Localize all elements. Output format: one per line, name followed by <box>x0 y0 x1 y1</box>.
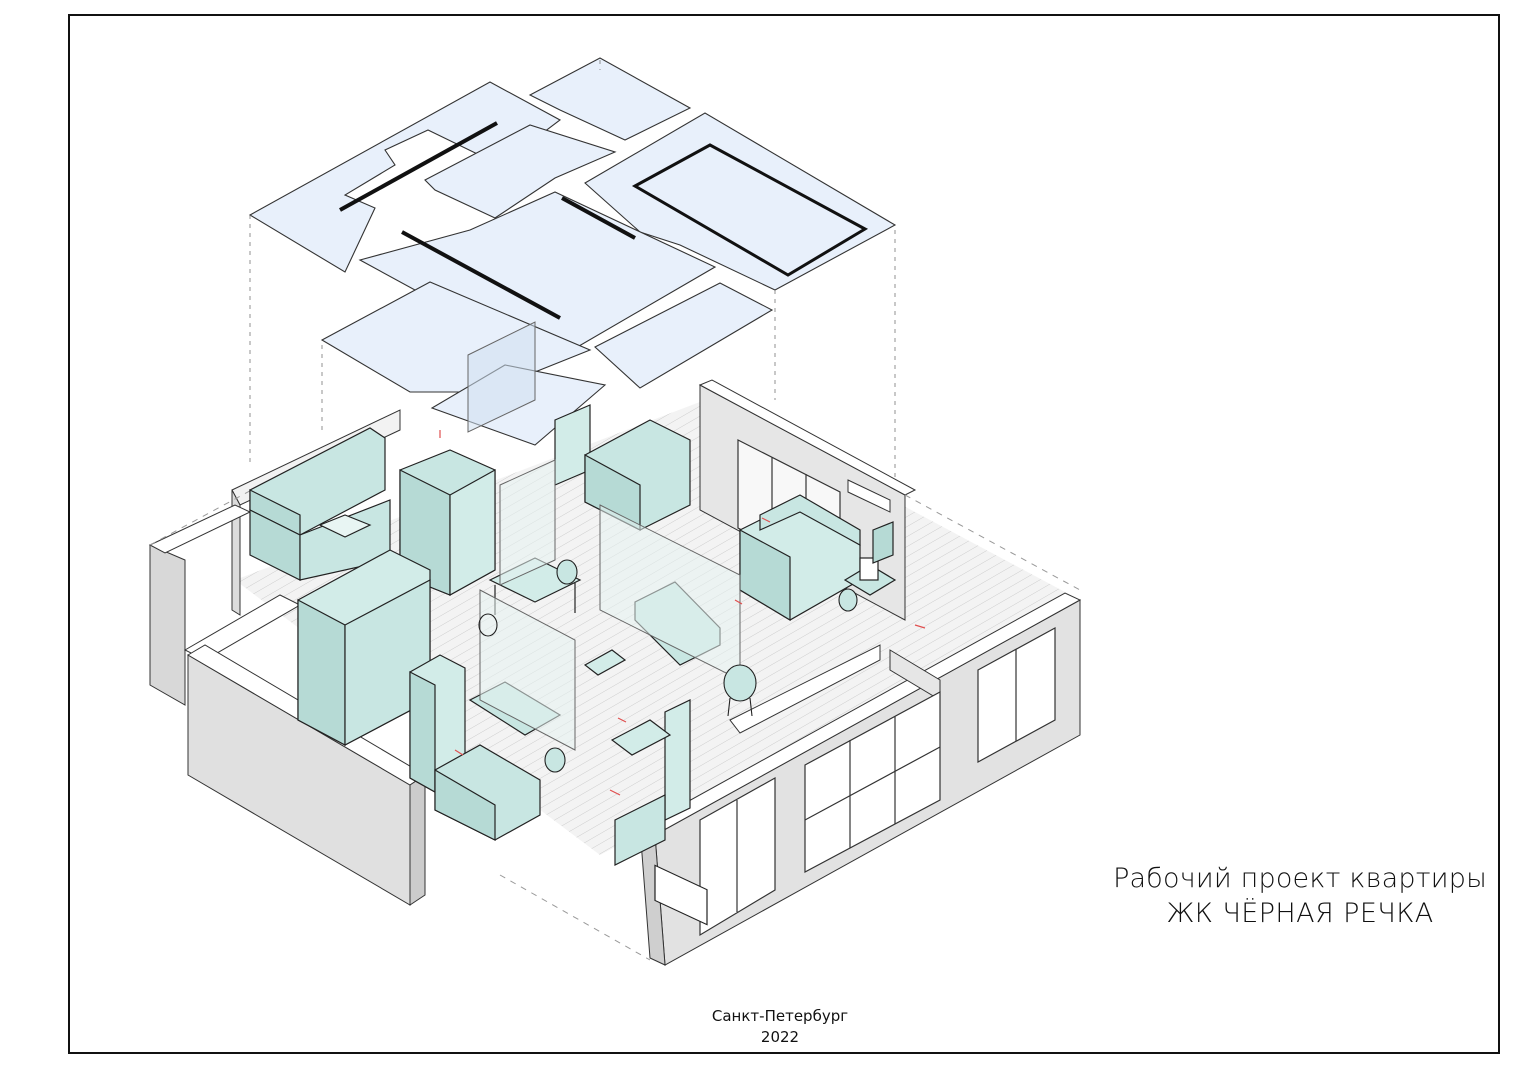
title-block: Рабочий проект квартиры ЖК ЧЁРНАЯ РЕЧКА <box>1100 862 1500 932</box>
chair-1 <box>556 559 578 585</box>
ceiling-slots <box>339 121 869 320</box>
corridor-bench <box>614 794 666 866</box>
project-subtitle: ЖК ЧЁРНАЯ РЕЧКА <box>1166 898 1434 929</box>
chair-4 <box>478 613 498 637</box>
air-conditioner <box>847 479 891 513</box>
ceiling-panel-lower-right <box>594 282 774 389</box>
study-desk <box>610 719 672 756</box>
monitor <box>859 557 879 581</box>
ceiling-panel-hall <box>424 124 617 219</box>
tv-screen <box>654 864 708 926</box>
ceiling-panels <box>248 57 897 446</box>
bed-headboard <box>759 494 861 547</box>
wall-cabinet <box>872 521 894 564</box>
footer-year: 2022 <box>760 1028 800 1046</box>
ceiling-panel-top-right <box>528 57 692 141</box>
project-title: Рабочий проект квартиры <box>1113 863 1487 894</box>
annotation-marks <box>439 430 926 796</box>
chairs <box>478 559 858 773</box>
footer: Санкт-Петербург 2022 <box>680 1006 880 1048</box>
sheet-frame <box>68 14 1500 1054</box>
projection-lines <box>249 60 896 520</box>
corridor-cabinet <box>664 699 691 821</box>
glass-partition-1 <box>479 589 576 751</box>
footer-city: Санкт-Петербург <box>711 1007 849 1025</box>
desk-center <box>583 649 627 676</box>
armchair <box>723 664 757 702</box>
chair-3 <box>838 588 858 612</box>
glass-partitions <box>467 321 741 751</box>
chair-2 <box>544 747 566 773</box>
glass-wardrobe-top <box>467 321 536 433</box>
glass-partition-3 <box>499 459 556 586</box>
